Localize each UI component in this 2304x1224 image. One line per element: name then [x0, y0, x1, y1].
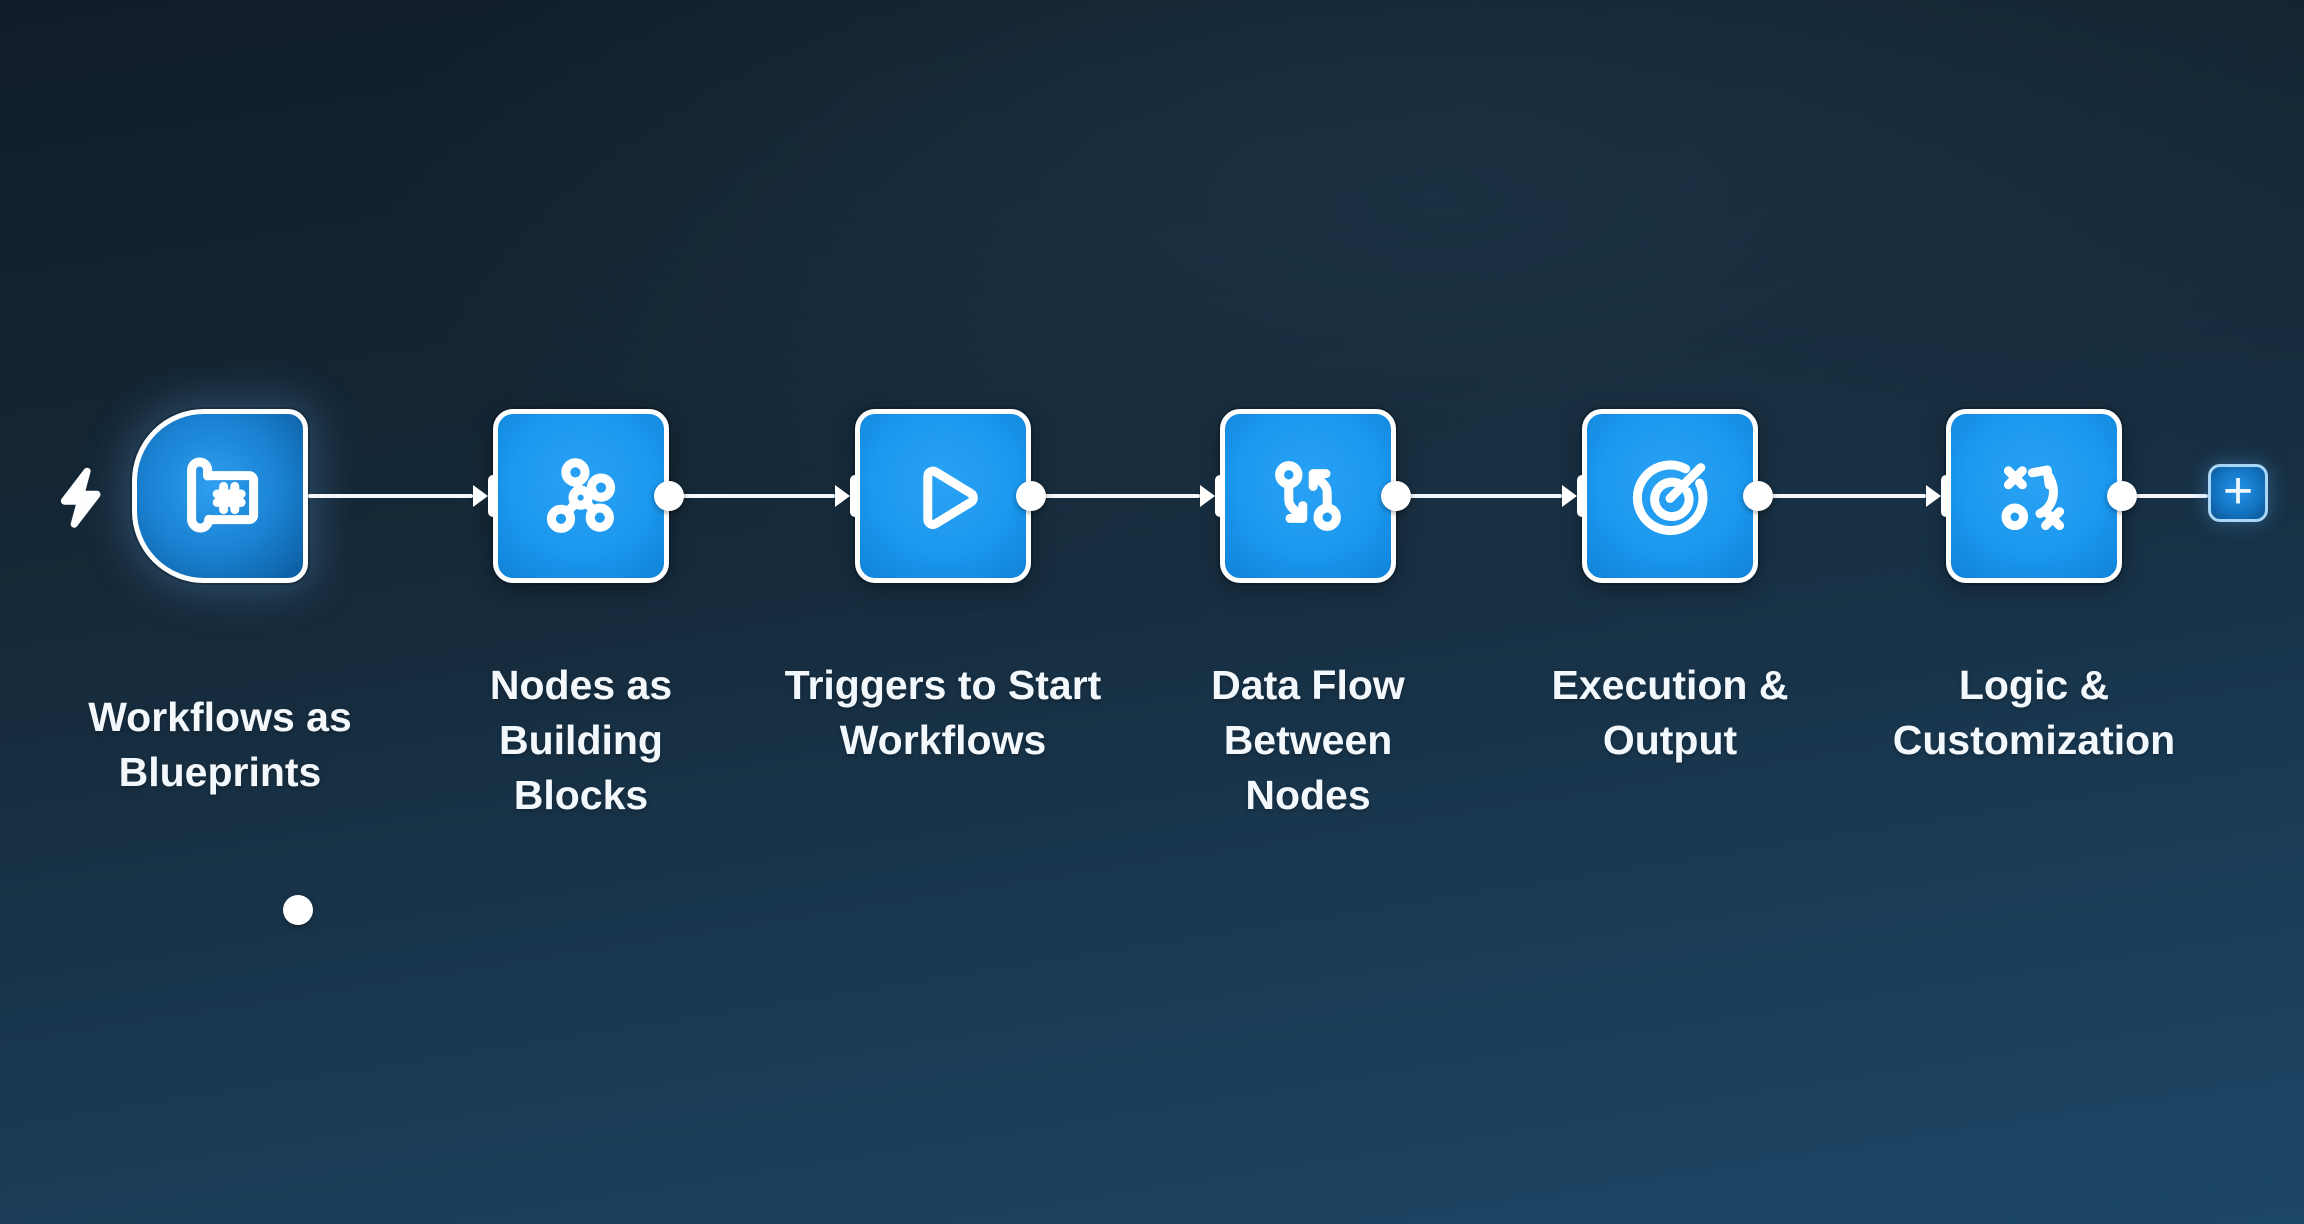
output-port[interactable] [654, 481, 684, 511]
output-port[interactable] [283, 895, 313, 925]
input-port[interactable] [850, 475, 860, 517]
node-label-workflows-as-blueprints: Workflows as Blueprints [88, 694, 352, 795]
output-port[interactable] [1016, 481, 1046, 511]
add-node-button[interactable]: + [2208, 464, 2268, 522]
connector-arrow-icon [1926, 485, 1941, 507]
connector-arrow-icon [1200, 485, 1215, 507]
input-port[interactable] [1577, 475, 1587, 517]
network-nodes-icon [546, 458, 616, 533]
connector-line [669, 494, 835, 498]
plus-icon: + [2222, 462, 2254, 520]
connector-arrow-icon [835, 485, 850, 507]
node-label-execution-and-output: Execution & Output [1551, 662, 1789, 763]
target-icon [1632, 460, 1708, 536]
node-workflows-as-blueprints[interactable] [132, 409, 313, 925]
node-logic-and-customization[interactable] [1946, 409, 2122, 583]
connector-line [1396, 494, 1562, 498]
strategy-icon [2001, 465, 2065, 531]
node-label-data-flow-between-nodes: Data Flow Between Nodes [1211, 662, 1405, 818]
node-execution-and-output[interactable] [1582, 409, 1758, 583]
node-label-nodes-as-building-blocks: Nodes as Building Blocks [489, 662, 673, 818]
connector-line [1758, 494, 1926, 498]
connector-line [2122, 494, 2208, 498]
node-label-triggers-to-start-workflows: Triggers to Start Workflows [784, 662, 1102, 763]
output-port[interactable] [1381, 481, 1411, 511]
input-port[interactable] [1941, 475, 1951, 517]
connector-arrow-icon [473, 485, 488, 507]
lightning-bolt-icon [52, 456, 120, 540]
node-triggers-to-start-workflows[interactable] [855, 409, 1031, 583]
connector-arrow-icon [1562, 485, 1577, 507]
input-port[interactable] [488, 475, 498, 517]
node-data-flow-between-nodes[interactable] [1220, 409, 1396, 583]
output-port[interactable] [1743, 481, 1773, 511]
blueprint-icon [187, 457, 259, 533]
node-nodes-as-building-blocks[interactable] [493, 409, 669, 583]
data-flow-icon [1275, 461, 1341, 531]
play-icon [923, 466, 978, 529]
input-port[interactable] [1215, 475, 1225, 517]
output-port[interactable] [2107, 481, 2137, 511]
connector-line [308, 494, 473, 498]
node-label-logic-and-customization: Logic & Customization [1892, 662, 2176, 763]
connector-line [1031, 494, 1200, 498]
